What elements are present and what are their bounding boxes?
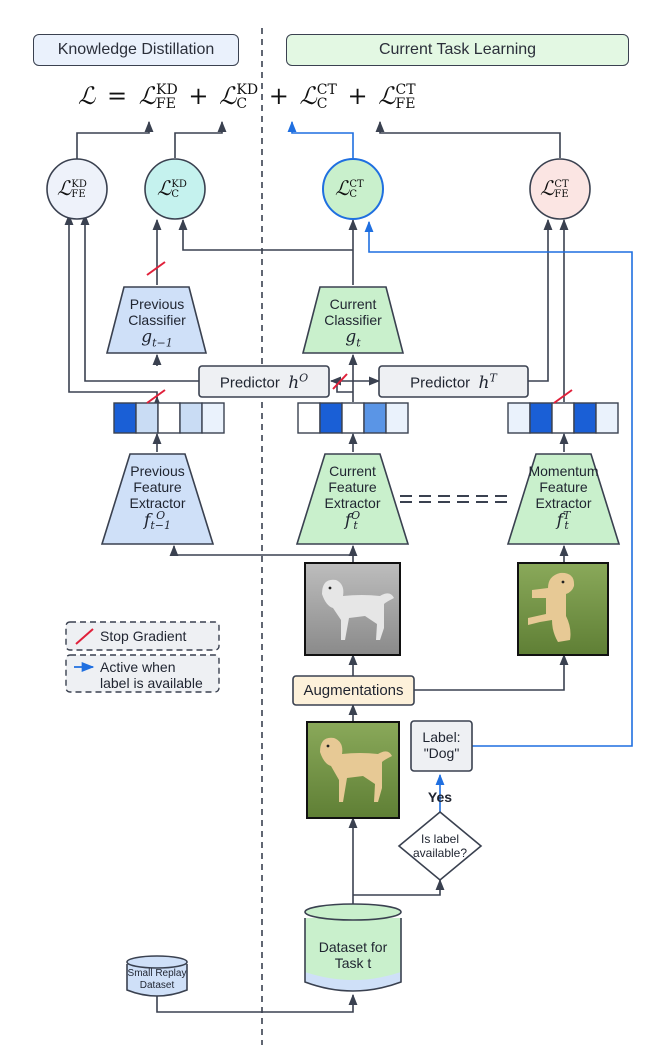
feature-cell [363, 402, 387, 434]
input-image-dog [306, 721, 400, 819]
edge-predo-kdfe [80, 213, 199, 382]
loss-kd-c-circle [144, 158, 206, 220]
edge-kdfe-formula [76, 120, 154, 168]
edge-curfv-predt [336, 376, 381, 393]
legend-stop-gradient-label: Stop Gradient [100, 628, 187, 644]
momentum-feature-vector [507, 402, 619, 434]
label-box-text: Label: "Dog" [422, 729, 461, 762]
loss-kd-fe-circle [46, 158, 108, 220]
formula-plus-3: + [347, 82, 368, 110]
edge-replay-dataset [156, 993, 358, 1013]
augmented-image-rotated [517, 562, 609, 656]
feature-cell [595, 402, 619, 434]
edge-ctfe-formula [375, 120, 561, 158]
predictor-o-box [198, 365, 330, 398]
formula-plus-2: + [268, 82, 289, 110]
previous-feature-vector [113, 402, 225, 434]
augmentations-box [292, 675, 415, 706]
stop-gradient-mark-mom-vector [553, 389, 573, 404]
replay-dataset-label: Small Replay Dataset [127, 968, 187, 991]
predictor-o-label: Predictor hO [219, 371, 309, 393]
edge-predt-ctfe [528, 218, 553, 382]
feature-cell [201, 402, 225, 434]
feature-cell [529, 402, 553, 434]
feature-cell [507, 402, 531, 434]
replay-dataset-cylinder [126, 955, 188, 997]
feature-cell [341, 402, 365, 434]
legend-stop-gradient-box [65, 621, 220, 651]
current-feature-vector [297, 402, 409, 434]
loss-ct-fe-circle [529, 158, 591, 220]
momentum-extractor-shape [506, 453, 621, 545]
feature-cell [551, 402, 575, 434]
feature-cell [113, 402, 137, 434]
edge-aug-momimg [414, 653, 569, 691]
decision-diamond [397, 810, 483, 882]
edge-img-prevfe [169, 544, 353, 557]
feature-cell [157, 402, 181, 434]
previous-classifier-shape [105, 286, 208, 354]
previous-extractor-shape [100, 453, 215, 545]
edge-curclf-kdc [178, 218, 353, 251]
feature-cell [179, 402, 203, 434]
feature-cell [297, 402, 321, 434]
predictor-t-box [378, 365, 529, 398]
edge-dataset-decision [353, 878, 445, 896]
decision-yes-label: Yes [427, 789, 453, 805]
augmented-image-grayscale [304, 562, 401, 656]
feature-cell [319, 402, 343, 434]
task-dataset-label: Dataset for Task t [318, 939, 388, 972]
feature-cell [385, 402, 409, 434]
formula-plus-1: + [188, 82, 209, 110]
legend-active-box [65, 654, 220, 693]
loss-ct-c-circle [322, 158, 384, 220]
current-extractor-shape [295, 453, 410, 545]
predictor-t-label: Predictor hT [410, 371, 497, 393]
current-classifier-shape [301, 286, 405, 354]
legend-stop-gradient-glyph [75, 628, 94, 645]
feature-cell [573, 402, 597, 434]
legend-active-label: Active when label is available [100, 659, 203, 692]
augmentations-label: Augmentations [303, 682, 404, 699]
edge-ctc-formula-active [287, 120, 354, 158]
feature-cell [135, 402, 159, 434]
current-classifier-label: Current Classifier gt [324, 296, 382, 350]
stop-gradient-mark-predictor [332, 373, 348, 390]
edge-label-ctc-active [364, 220, 633, 747]
formula-lhs: ℒ [78, 82, 96, 110]
stop-gradient-mark-classifier [146, 261, 166, 276]
stop-gradient-mark-prev-vector [146, 389, 166, 404]
header-current-task-learning: Current Task Learning [286, 34, 629, 66]
previous-classifier-label: Previous Classifier gt−1 [128, 296, 186, 350]
decision-label: Is label available? [412, 832, 468, 860]
label-box [410, 720, 473, 772]
formula-eq: = [106, 82, 128, 110]
header-knowledge-distillation: Knowledge Distillation [33, 34, 239, 66]
task-dataset-cylinder [304, 903, 402, 992]
edge-kdc-formula [174, 120, 227, 158]
